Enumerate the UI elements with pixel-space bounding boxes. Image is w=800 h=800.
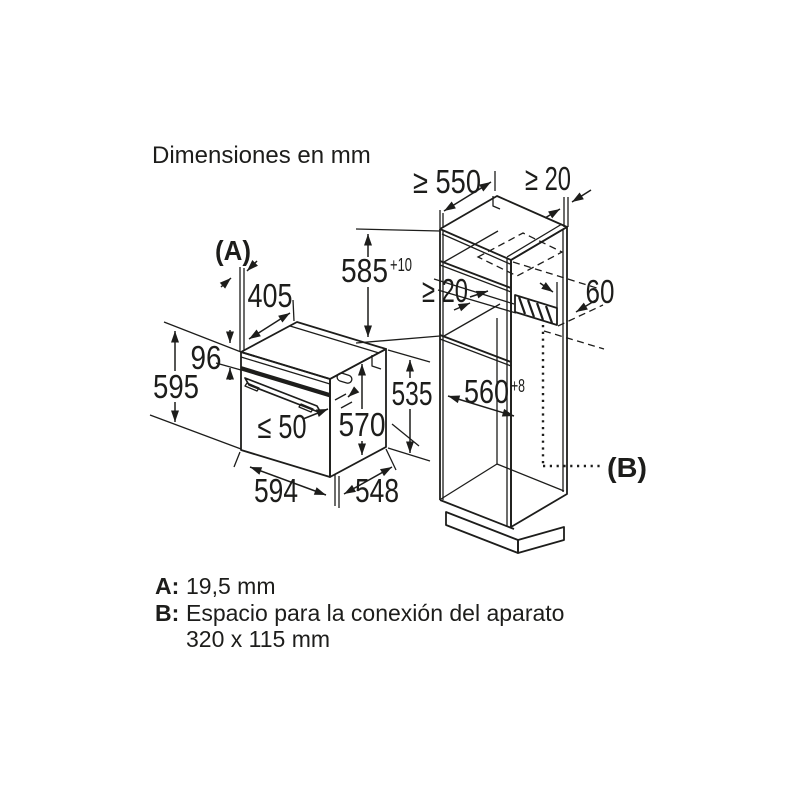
dim-548-extension-right: [385, 448, 397, 471]
dim-585-extension-top: [355, 228, 441, 232]
cabinet-top-face: [439, 195, 568, 261]
dim-label-96: 96: [191, 339, 222, 376]
gap-a-arrow-right: [246, 260, 258, 272]
oven-drawing: (A) 405 96 595 ≤ 50 570 535: [149, 235, 433, 509]
dim-60-leader: [575, 299, 597, 313]
gap-a-arrow-left: [219, 277, 232, 289]
dim-line-550: [443, 181, 492, 212]
dim-line-560: [447, 395, 515, 417]
cabinet-hidden-top-panel: [476, 232, 564, 277]
vent-hatch-arrow: [539, 282, 554, 293]
cabinet-top-right-inner: [506, 223, 563, 258]
dim-535-extension-bottom: [387, 447, 431, 462]
dim-label-niche-width: 560: [464, 373, 509, 410]
legend-key-b: B:: [155, 600, 179, 626]
dim-594-extension-left: [233, 451, 241, 468]
cabinet-top-shelf-edge-2: [439, 264, 512, 293]
dim-label-top-gap: ≥ 20: [525, 160, 571, 197]
dim-535-extension-top: [387, 349, 431, 363]
dim-label-535: 535: [392, 375, 433, 412]
vent-hatch-stripes: [517, 296, 554, 324]
vent-hatch-outline: [514, 294, 558, 326]
oven-top-recess-line: [289, 325, 380, 354]
dim-label-shelf-gap: ≥ 20: [422, 272, 468, 309]
cabinet-callout-b-label: (B): [607, 452, 647, 483]
dim-line-548: [343, 466, 393, 495]
cabinet-floor-back-edge: [496, 463, 565, 492]
dim-handle-arrow-2: [347, 386, 360, 398]
legend-value-b: Espacio para la conexión del aparato: [186, 600, 564, 626]
dim-handle-leader: [302, 408, 329, 420]
dim-20top-arrow-left: [544, 208, 561, 219]
dim-20top-arrow-right: [571, 189, 592, 203]
dim-handle-tick-2: [340, 401, 353, 409]
dim-label-niche-height-tol: +10: [390, 255, 412, 275]
cabinet-bottom-front-edge: [439, 499, 515, 530]
legend-value-a: 19,5 mm: [186, 573, 275, 599]
oven-top-trim-line: [240, 356, 331, 385]
dim-20mid-arrow-1: [469, 290, 489, 299]
dim-label-594: 594: [254, 472, 298, 509]
dim-595-extension-bottom: [149, 414, 242, 450]
dim-label-niche-width-tol: +8: [511, 376, 525, 396]
cutout-dash-right: [557, 304, 604, 327]
legend-value-b-line2: 320 x 115 mm: [186, 626, 330, 652]
dim-20mid-arrow-2: [453, 302, 471, 312]
cabinet-niche-shelf-depth-line: [443, 303, 501, 337]
dim-405-tick: [292, 299, 295, 322]
legend: A: 19,5 mm B: Espacio para la conexión d…: [155, 573, 564, 652]
dim-96-extension: [215, 362, 242, 371]
oven-handle-right-cap: [298, 403, 314, 413]
cabinet-floor-left-edge: [440, 463, 498, 500]
cabinet-top-rear-notch: [492, 196, 501, 210]
oven-side-face: [329, 348, 387, 478]
dim-label-570: 570: [339, 406, 386, 443]
cabinet-niche-shelf-edge: [439, 334, 512, 363]
dim-label-548: 548: [355, 472, 399, 509]
dim-label-405: 405: [248, 277, 293, 314]
cabinet-niche-shelf-edge-2: [439, 338, 512, 367]
page-title: Dimensiones en mm: [152, 142, 371, 169]
oven-control-panel-strip: [241, 366, 330, 398]
vent-gap-line-2: [437, 289, 517, 314]
oven-side-notch: [371, 355, 382, 370]
dim-label-595: 595: [153, 368, 199, 405]
cabinet-drawing: ≥ 550 ≥ 20 585 +10 ≥ 20 60 560 +8 (B): [341, 160, 647, 554]
cabinet-side-face: [510, 226, 568, 528]
vent-gap-line-1: [433, 278, 515, 305]
cabinet-top-compartment-depth-line: [443, 230, 499, 263]
dim-label-niche-height: 585: [341, 252, 388, 289]
oven-side-grip-slot: [336, 372, 353, 384]
dim-535-extension-mid: [391, 423, 420, 447]
oven-handle-left-cap: [244, 382, 260, 392]
dim-line-594: [249, 466, 327, 496]
dim-handle-tick-1: [334, 393, 347, 401]
cabinet-top-shelf-edge: [439, 260, 512, 289]
legend-key-a: A:: [155, 573, 179, 599]
dim-595-extension-top: [163, 321, 242, 353]
cutout-dash-top: [512, 261, 601, 290]
dim-line-405: [248, 312, 291, 340]
dim-label-handle: ≤ 50: [258, 408, 307, 445]
cabinet-top-front-inner: [441, 233, 511, 265]
dim-585-extension-bottom: [355, 335, 441, 344]
cabinet-plinth-side: [517, 526, 565, 554]
cutout-dash-bottom: [543, 330, 605, 350]
oven-callout-a-label: (A): [215, 235, 251, 266]
